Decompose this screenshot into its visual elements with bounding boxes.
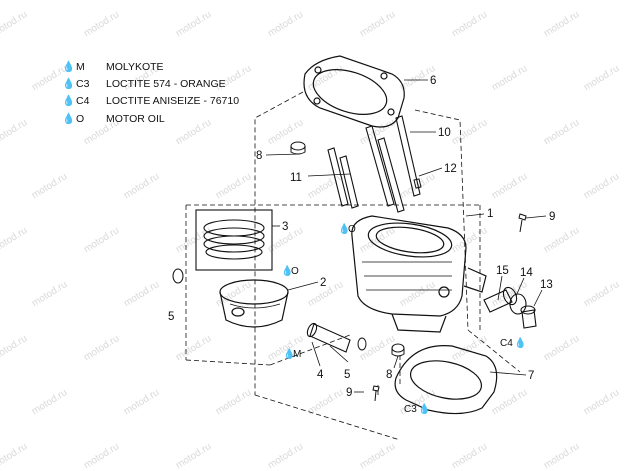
callout-5-lower: 5 bbox=[344, 369, 350, 381]
legend-label: LOCTITE 574 - ORANGE bbox=[106, 78, 226, 91]
callout-5-left: 5 bbox=[168, 311, 174, 323]
legend-code: M bbox=[76, 61, 85, 73]
callout-12: 12 bbox=[444, 163, 457, 175]
moly-drop-icon: 💧 bbox=[283, 347, 295, 360]
drop-icon: 💧 bbox=[62, 112, 76, 125]
circlip-left bbox=[172, 268, 184, 284]
nut-lower bbox=[391, 343, 405, 357]
callout-9-lower: 9 bbox=[346, 387, 352, 399]
legend-row-loctite-574: 💧 C3 LOCTITE 574 - ORANGE bbox=[62, 76, 239, 93]
drop-icon: 💧 bbox=[514, 336, 526, 349]
marker-c3-gasket: C3 bbox=[404, 404, 417, 415]
callout-7: 7 bbox=[528, 370, 534, 382]
drop-icon: 💧 bbox=[418, 402, 430, 415]
drop-icon: 💧 bbox=[62, 95, 76, 108]
legend-label: LOCTITE ANISEIZE - 76710 bbox=[106, 95, 240, 108]
legend-row-molykote: 💧 M MOLYKOTE bbox=[62, 59, 239, 76]
callout-4: 4 bbox=[317, 369, 324, 381]
callout-9-right: 9 bbox=[549, 211, 555, 223]
drop-icon: 💧 bbox=[62, 61, 76, 73]
legend-row-motor-oil: 💧 O MOTOR OIL bbox=[62, 111, 239, 128]
piston bbox=[219, 279, 289, 328]
legend-code: C3 bbox=[76, 78, 90, 91]
lubricant-markers: 💧 O 💧 O 💧 M C4 💧 C3 💧 bbox=[281, 222, 526, 415]
callout-13: 13 bbox=[540, 279, 553, 291]
water-fitting bbox=[483, 286, 537, 329]
marker-c4-fitting: C4 bbox=[500, 338, 513, 349]
marker-oil-piston: O bbox=[291, 266, 299, 277]
oil-drop-icon: 💧 bbox=[281, 264, 293, 277]
screw-lower bbox=[372, 385, 380, 402]
callout-3: 3 bbox=[282, 221, 288, 233]
cylinder-studs bbox=[327, 115, 421, 213]
base-gasket bbox=[394, 345, 498, 415]
lubricant-legend: 💧 M MOLYKOTE 💧 C3 LOCTITE 574 - ORANGE 💧… bbox=[62, 59, 239, 128]
leader-lines bbox=[265, 79, 547, 393]
callout-14: 14 bbox=[520, 267, 533, 279]
marker-moly-pin: M bbox=[293, 349, 301, 360]
cylinder-block bbox=[351, 215, 487, 333]
legend-row-loctite-aniseize: 💧 C4 LOCTITE ANISEIZE - 76710 bbox=[62, 93, 239, 110]
piston-pin bbox=[306, 322, 351, 353]
callout-1: 1 bbox=[487, 208, 493, 220]
legend-code: O bbox=[76, 112, 85, 125]
head-gasket bbox=[303, 55, 405, 128]
callout-2: 2 bbox=[320, 277, 326, 289]
legend-code: C4 bbox=[76, 95, 90, 108]
screw-right bbox=[518, 213, 527, 233]
callout-labels: 6 10 11 12 8 1 9 3 2 5 4 5 8 7 9 15 14 1… bbox=[168, 75, 555, 399]
callout-8-top: 8 bbox=[256, 150, 262, 162]
callout-6: 6 bbox=[430, 75, 436, 87]
guide-lines bbox=[185, 91, 521, 441]
oil-drop-icon: 💧 bbox=[338, 222, 350, 235]
legend-label: MOTOR OIL bbox=[106, 112, 165, 125]
dowel-pin bbox=[413, 178, 422, 189]
nut-top bbox=[290, 141, 306, 155]
callout-15: 15 bbox=[496, 265, 509, 277]
callout-11: 11 bbox=[290, 172, 302, 184]
legend-label: MOLYKOTE bbox=[106, 61, 164, 73]
marker-oil-cylinder: O bbox=[348, 224, 356, 235]
callout-8-lower: 8 bbox=[386, 369, 392, 381]
drop-icon: 💧 bbox=[62, 78, 76, 91]
callout-10: 10 bbox=[438, 127, 451, 139]
piston-rings bbox=[195, 209, 273, 271]
circlip-right bbox=[357, 337, 367, 351]
